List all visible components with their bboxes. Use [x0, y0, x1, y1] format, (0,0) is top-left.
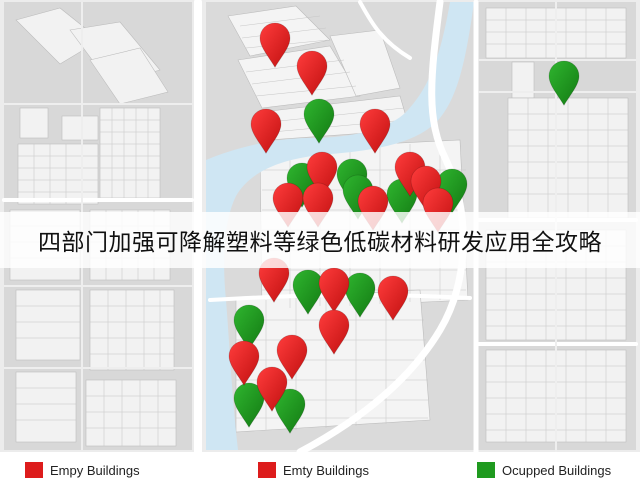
legend-swatch-red — [258, 462, 276, 478]
map-legend: Empy Buildings Emty Buildings Ocupped Bu… — [0, 452, 640, 480]
empty-building-marker[interactable] — [377, 275, 409, 322]
legend-item-occupied: Ocupped Buildings — [477, 461, 611, 479]
legend-swatch-green — [477, 462, 495, 478]
empty-building-marker[interactable] — [276, 334, 308, 381]
legend-label: Ocupped Buildings — [502, 462, 612, 478]
legend-item-empty-1: Empy Buildings — [25, 461, 140, 479]
occupied-building-marker[interactable] — [292, 269, 324, 316]
headline-text: 四部门加强可降解塑料等绿色低碳材料研发应用全攻略 — [38, 230, 602, 256]
occupied-building-marker[interactable] — [274, 388, 306, 435]
empty-building-marker[interactable] — [357, 185, 389, 232]
empty-building-marker[interactable] — [302, 182, 334, 229]
legend-label: Empy Buildings — [50, 462, 140, 478]
legend-item-empty-2: Emty Buildings — [258, 461, 369, 479]
city-map[interactable]: 四部门加强可降解塑料等绿色低碳材料研发应用全攻略 — [0, 0, 640, 452]
empty-building-marker[interactable] — [259, 22, 291, 69]
empty-building-marker[interactable] — [250, 108, 282, 155]
legend-label: Emty Buildings — [283, 462, 369, 478]
occupied-building-marker[interactable] — [233, 304, 265, 351]
occupied-building-marker[interactable] — [548, 60, 580, 107]
building-markers — [228, 22, 580, 435]
empty-building-marker[interactable] — [318, 309, 350, 356]
empty-building-marker[interactable] — [228, 340, 260, 387]
occupied-building-marker[interactable] — [303, 98, 335, 145]
empty-building-marker[interactable] — [306, 151, 338, 198]
river — [206, 2, 474, 450]
occupied-building-marker[interactable] — [233, 382, 265, 429]
legend-swatch-red — [25, 462, 43, 478]
empty-building-marker[interactable] — [272, 182, 304, 229]
empty-building-marker[interactable] — [318, 267, 350, 314]
empty-building-marker[interactable] — [359, 108, 391, 155]
occupied-building-marker[interactable] — [344, 272, 376, 319]
empty-building-marker[interactable] — [296, 50, 328, 97]
empty-building-marker[interactable] — [256, 366, 288, 413]
headline-banner: 四部门加强可降解塑料等绿色低碳材料研发应用全攻略 — [0, 212, 640, 268]
